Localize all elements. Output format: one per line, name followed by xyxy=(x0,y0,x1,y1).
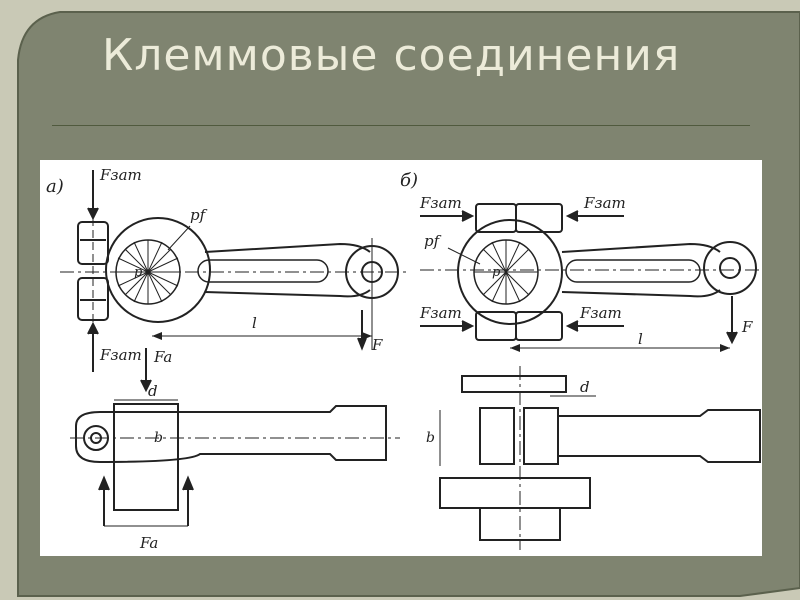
panel-a-axial-force-bottom: Fa xyxy=(139,534,158,552)
panel-b-force-clamp-br: Fзат xyxy=(579,304,622,322)
panel-a-top-view: а) Fзат pf p l F Fзат xyxy=(46,166,408,372)
panel-b-pressure: pf xyxy=(424,232,442,250)
panel-b-hub-outer xyxy=(457,219,563,325)
panel-b-width: b xyxy=(426,430,435,446)
panel-a-length: l xyxy=(252,314,257,332)
panel-a-force: F xyxy=(371,336,383,354)
title-divider xyxy=(52,125,750,126)
panel-a-force-clamp-top: Fзат xyxy=(99,166,142,184)
panel-b-shaft-side xyxy=(479,507,561,541)
panel-b-label: б) xyxy=(400,170,418,191)
panel-b-force: F xyxy=(741,318,753,336)
panel-b-base-plate xyxy=(439,477,591,509)
panel-b-length: l xyxy=(638,330,643,348)
panel-a-label: а) xyxy=(46,176,64,197)
panel-a-arm-slot xyxy=(197,259,329,283)
panel-b-force-clamp-tr: Fзат xyxy=(583,194,626,212)
panel-a-center: p xyxy=(134,265,143,280)
panel-a-arm-side xyxy=(75,405,387,464)
panel-b-top-view: б) Fзат Fзат Fзат Fзат pf p l F xyxy=(400,170,762,352)
figure-container: а) Fзат pf p l F Fзат xyxy=(40,160,762,556)
panel-b-side-view: d b xyxy=(426,366,761,550)
panel-b-arm-slot xyxy=(565,259,701,283)
panel-b-clamp-left xyxy=(479,407,515,465)
panel-a-arm xyxy=(204,242,371,298)
panel-b-end-eye-outer xyxy=(703,241,757,295)
panel-b-top-plate xyxy=(461,375,567,393)
slide-title: Клеммовые соединения xyxy=(102,30,681,81)
panel-b-clamp-right xyxy=(523,407,559,465)
panel-b-arm-side xyxy=(558,409,761,463)
panel-b-force-clamp-tl: Fзат xyxy=(419,194,462,212)
panel-a-hub-outer xyxy=(105,217,211,323)
panel-a-force-clamp-bottom: Fзат xyxy=(99,346,142,364)
panel-a-pressure: pf xyxy=(190,206,208,224)
panel-b-end-eye-inner xyxy=(719,257,741,279)
panel-a-shaft-side xyxy=(113,403,179,511)
panel-a-axial-force: Fa xyxy=(153,348,172,366)
panel-a-diameter: d xyxy=(148,382,158,400)
panel-a-side-view: Fa d b Fa xyxy=(70,348,400,552)
panel-b-diameter: d xyxy=(580,378,590,396)
panel-b-force-clamp-bl: Fзат xyxy=(419,304,462,322)
clamp-joint-drawing: а) Fзат pf p l F Fзат xyxy=(46,166,762,552)
panel-b-center: p xyxy=(492,265,501,280)
